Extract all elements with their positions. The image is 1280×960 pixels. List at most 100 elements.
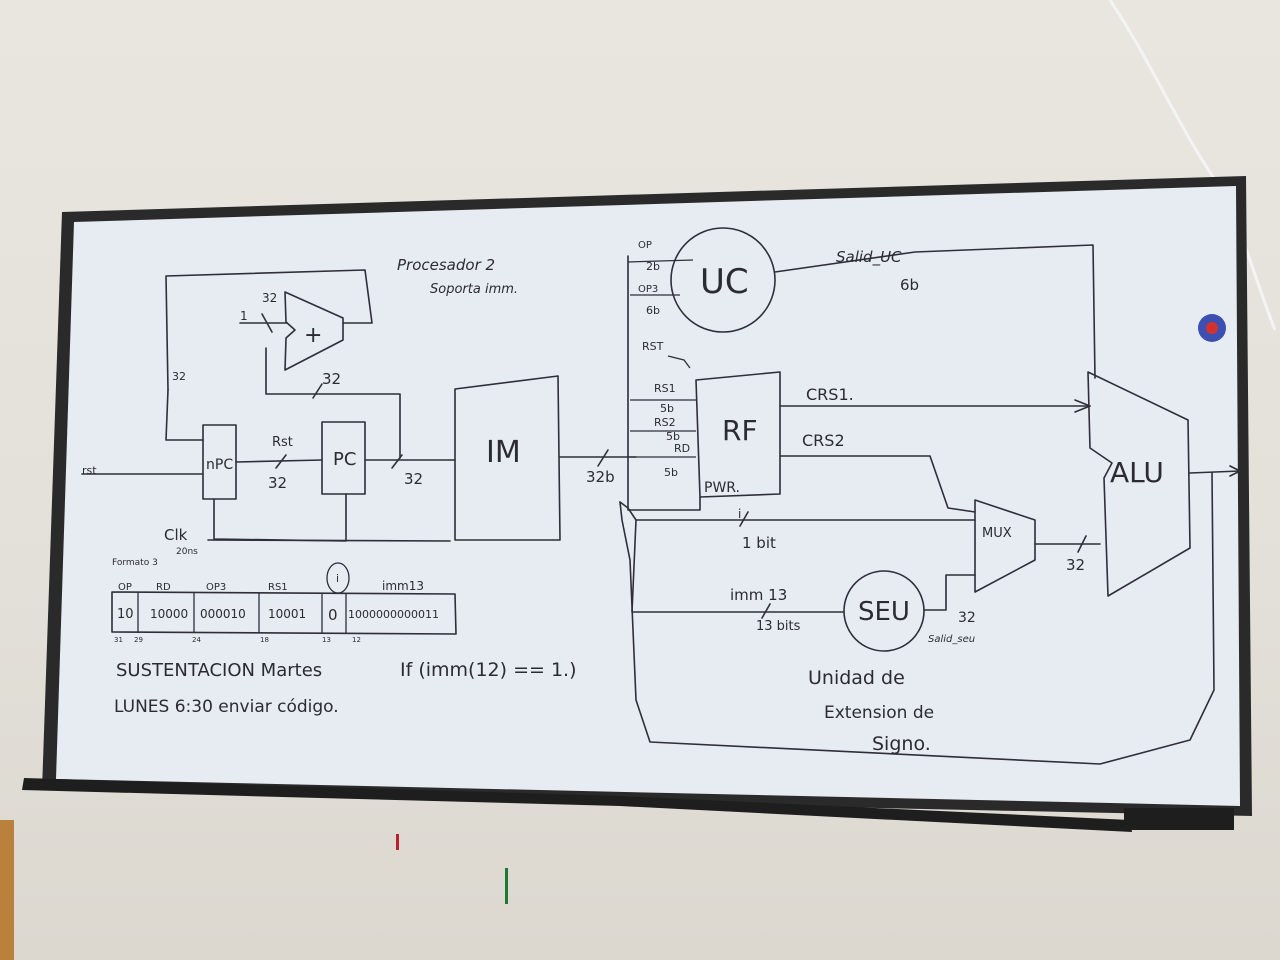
format-bit-imm13: 12 — [352, 636, 361, 644]
rs1-label: RS1 — [654, 382, 676, 395]
adder-label: + — [304, 323, 322, 348]
eraser — [1124, 808, 1234, 830]
rst-mid-label: Rst — [272, 435, 293, 450]
format-bit-i: 13 — [322, 636, 331, 644]
pc-register — [321, 421, 366, 495]
op-label: OP — [638, 240, 652, 251]
op3-label: OP3 — [638, 284, 658, 295]
feedback-32b-label: 32 — [322, 370, 341, 388]
format-value-op: 10 — [117, 607, 134, 622]
adder-in-1-slash — [261, 313, 273, 333]
rf-block — [695, 371, 781, 498]
alu-writeback-wire — [619, 472, 1215, 765]
rst-rf-label: RST — [642, 340, 664, 353]
seu-desc-line2: Extension de — [824, 703, 934, 723]
crs1-label: CRS1. — [806, 385, 854, 404]
npc-pc-slash — [275, 454, 287, 469]
format-value-i: 0 — [328, 606, 338, 624]
pc-im-32-label: 32 — [404, 470, 423, 488]
format-name-rd: RD — [156, 582, 171, 593]
rst-rf-arrow — [667, 355, 691, 369]
npc-label: nPC — [206, 457, 233, 473]
pc-feedback-slash — [312, 383, 323, 399]
rs2-bits-label: 5b — [666, 430, 680, 443]
im-out-slash — [597, 449, 609, 467]
format-name-i: i — [336, 572, 339, 585]
green-marker-mark — [505, 868, 508, 904]
fetch-stage — [81, 269, 456, 542]
i-bits-label: 1 bit — [742, 534, 776, 552]
imm13-bits-label: 13 bits — [756, 619, 801, 634]
rst-left-label: rst — [82, 464, 97, 477]
imm13-wire — [619, 501, 844, 613]
mux-out-slash — [1077, 535, 1087, 553]
decode-stage — [627, 227, 1096, 513]
note-line2: LUNES 6:30 enviar código. — [114, 697, 339, 717]
i-field-circle — [326, 562, 350, 594]
seu-desc-line1: Unidad de — [808, 667, 905, 689]
mux-out-32-label: 32 — [1066, 556, 1085, 574]
alu-label: ALU — [1110, 456, 1164, 489]
salida-uc-wire — [774, 244, 1096, 379]
seu-block — [843, 570, 925, 652]
i-label: i — [738, 507, 741, 521]
imm13-wire-label: imm 13 — [730, 586, 787, 604]
diagram-subtitle: Soporta imm. — [430, 282, 518, 297]
alu-block — [1087, 371, 1191, 597]
seu-label: SEU — [858, 597, 910, 627]
adder-in-1-label: 1 — [240, 309, 248, 323]
rd-label: RD — [674, 442, 690, 455]
format-bit-op3: 24 — [192, 636, 201, 644]
uc-label: UC — [700, 262, 749, 302]
im-label: IM — [486, 435, 521, 470]
npc-pc-wire — [235, 459, 323, 463]
pc-im-slash — [391, 454, 403, 469]
op-wire — [627, 259, 694, 263]
salida-uc-label: Salid_UC — [836, 248, 902, 267]
note-line1: SUSTENTACION Martes — [116, 660, 322, 681]
marker-tray — [22, 778, 1132, 832]
pc-feedback-wire — [265, 347, 401, 459]
alu-out-arrow — [1229, 465, 1241, 477]
salida-uc-bits-label: 6b — [900, 276, 919, 294]
op3-bits-label: 6b — [646, 304, 660, 317]
imm13-slash — [761, 603, 771, 619]
clk-label: Clk — [164, 526, 188, 544]
seu-out-wire — [923, 574, 976, 611]
instruction-bus — [627, 255, 701, 511]
i-bit-slash — [739, 511, 749, 527]
format-bit-op: 31 — [114, 636, 123, 644]
crs1-arrow — [1074, 399, 1091, 413]
rs2-label: RS2 — [654, 416, 676, 429]
op-bits-label: 2b — [646, 260, 660, 273]
format-table — [111, 562, 457, 635]
format-value-imm13: 1000000000011 — [348, 608, 439, 621]
format-name-op3: OP3 — [206, 582, 226, 593]
pc-label: PC — [333, 449, 356, 470]
crs2-wire — [779, 455, 976, 513]
crs2-label: CRS2 — [802, 431, 845, 450]
condition-note: If (imm(12) == 1.) — [400, 659, 577, 681]
format-name-op: OP — [118, 582, 132, 593]
diagram-title: Procesador 2 — [397, 256, 495, 274]
salida-seu-label: Salid_seu — [928, 634, 975, 645]
format-value-rs1: 10001 — [268, 607, 306, 621]
im-block — [454, 375, 561, 541]
board-surface — [56, 186, 1240, 806]
alu-out-wire — [1189, 470, 1241, 474]
door-edge — [0, 820, 14, 960]
rf-label: RF — [722, 414, 758, 447]
format-bit-rd: 29 — [134, 636, 143, 644]
uc-block — [670, 227, 776, 333]
feedback-32a-label: 32 — [172, 370, 186, 383]
format-title: Formato 3 — [112, 558, 158, 568]
clk-wire-2 — [207, 539, 451, 542]
format-value-op3: 000010 — [200, 607, 246, 621]
npc-feedback-wire — [165, 269, 373, 391]
format-value-rd: 10000 — [150, 607, 188, 621]
format-table-box — [111, 591, 457, 635]
rs1-bits-label: 5b — [660, 402, 674, 415]
mux-label: MUX — [982, 526, 1012, 541]
im-out-label: 32b — [586, 468, 615, 486]
